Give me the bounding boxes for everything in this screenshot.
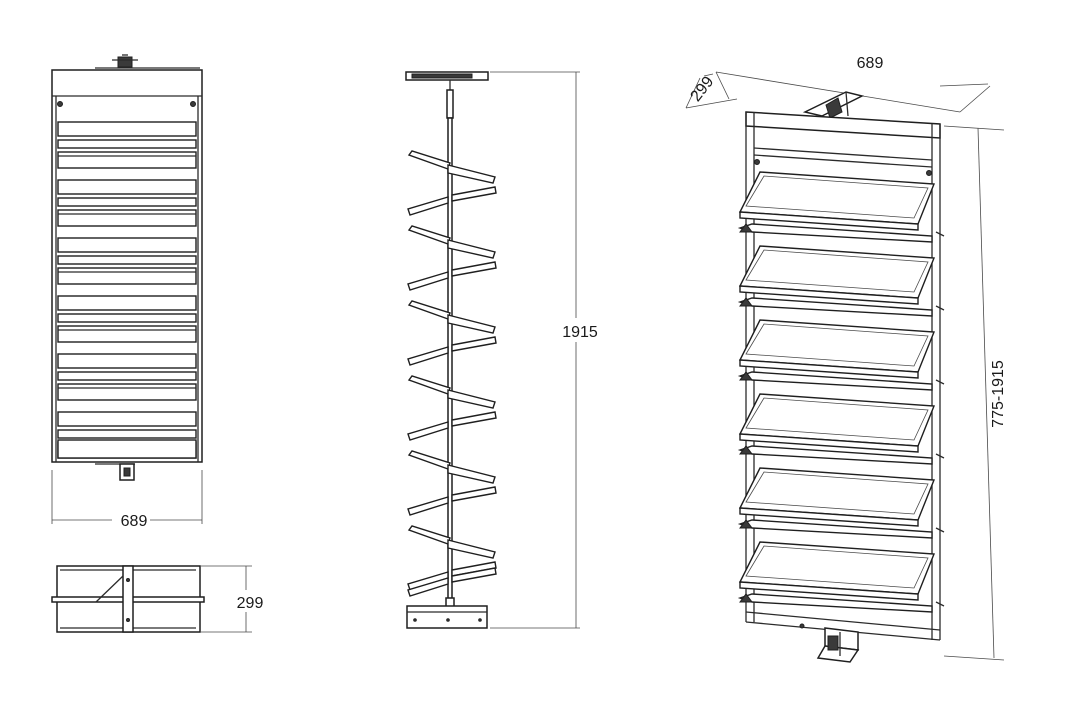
front-width-label: 689 — [121, 513, 148, 530]
iso-height-dimension: 775-1915 — [943, 125, 1007, 661]
iso-shelf-bracket — [739, 593, 753, 603]
front-shelf-stack — [57, 121, 197, 459]
iso-shelf-tray-inner — [745, 249, 929, 293]
front-bottom-shelf — [57, 439, 197, 459]
side-shelf-left-lower — [407, 421, 449, 441]
iso-shelf-tray-inner — [745, 471, 929, 515]
iso-shelf-tray-front — [739, 359, 919, 379]
side-shelf-bottom — [407, 577, 449, 597]
iso-shelf-hinge — [935, 231, 945, 237]
side-shelf-right-lower — [451, 186, 497, 202]
side-view: 1915 — [405, 71, 598, 629]
side-shelf-right-lower — [451, 486, 497, 502]
iso-shelf-bracket — [739, 371, 753, 381]
side-shelf-left-upper — [407, 150, 451, 170]
side-shelf-left-upper — [407, 525, 451, 545]
front-shelf-back — [57, 197, 197, 207]
side-shelf-left-lower — [407, 271, 449, 291]
front-shelf-back — [57, 255, 197, 265]
front-shelf-lip — [57, 325, 197, 343]
iso-top-mount — [802, 91, 865, 119]
side-shelf-right-upper — [447, 539, 496, 559]
iso-shelf-hinge — [935, 601, 945, 607]
front-shelf-lip — [57, 267, 197, 285]
iso-shelf-hinge — [935, 305, 945, 311]
top-view: 299 — [51, 565, 264, 633]
side-shelf-stack — [407, 150, 497, 597]
side-shelf-right-lower — [451, 561, 497, 577]
front-width-dimension: 689 — [51, 470, 203, 530]
front-shelf-lip — [57, 151, 197, 169]
side-shelf-right-upper — [447, 314, 496, 334]
side-height-label: 1915 — [562, 324, 598, 341]
iso-shelf-tray-inner — [745, 397, 929, 441]
iso-shelf-hinge — [935, 527, 945, 533]
iso-width-label: 689 — [857, 55, 884, 72]
side-height-dimension: 1915 — [490, 71, 598, 629]
iso-shelf-tray-inner — [745, 175, 929, 219]
front-shelf-slat — [57, 411, 197, 427]
iso-shelf-bracket — [739, 297, 753, 307]
iso-shelf-tray-inner — [745, 323, 929, 367]
side-shelf-bottom-right — [451, 567, 497, 583]
iso-view: 299 689 — [685, 55, 1007, 663]
front-shelf-slat — [57, 353, 197, 369]
front-shelf-slat — [57, 237, 197, 253]
iso-bottom-mount — [799, 623, 860, 663]
side-shelf-left-upper — [407, 375, 451, 395]
iso-shelf-bracket — [739, 445, 753, 455]
front-shelf-lip — [57, 209, 197, 227]
front-shelf-slat — [57, 179, 197, 195]
top-depth-dimension: 299 — [200, 565, 264, 633]
iso-shelf-bracket — [739, 519, 753, 529]
side-shelf-left-upper — [407, 450, 451, 470]
front-shelf-slat — [57, 295, 197, 311]
side-shelf-left-lower — [407, 346, 449, 366]
side-shelf-left-lower — [407, 496, 449, 516]
iso-shelf-tray-front — [739, 581, 919, 601]
iso-shelf-bracket — [739, 223, 753, 233]
top-depth-label: 299 — [237, 595, 264, 612]
iso-height-label: 775-1915 — [990, 360, 1007, 428]
iso-shelf-hinge — [935, 379, 945, 385]
iso-shelf-tray-front — [739, 433, 919, 453]
side-base — [406, 605, 488, 629]
iso-shelf-hinge — [935, 453, 945, 459]
side-shelf-right-upper — [447, 239, 496, 259]
front-view: 689 — [51, 54, 203, 530]
iso-shelf-stack — [737, 171, 945, 613]
side-shelf-left-lower — [407, 196, 449, 216]
iso-depth-label: 299 — [688, 73, 718, 105]
side-shelf-right-upper — [447, 164, 496, 184]
iso-shelf-tray-front — [739, 507, 919, 527]
side-shelf-right-lower — [451, 336, 497, 352]
side-shelf-left-upper — [407, 300, 451, 320]
front-shelf-back — [57, 371, 197, 381]
side-pole — [447, 117, 453, 604]
front-bottom-mount — [95, 463, 135, 481]
side-shelf-right-upper — [447, 464, 496, 484]
front-top-mount — [95, 54, 200, 69]
iso-shelf-tray-front — [739, 211, 919, 231]
side-shelf-right-lower — [451, 411, 497, 427]
front-shelf-back — [57, 429, 197, 439]
iso-shelf-tray-inner — [745, 545, 929, 589]
front-shelf-lip — [57, 383, 197, 401]
side-shelf-left-upper — [407, 225, 451, 245]
front-shelf-back — [57, 139, 197, 149]
side-shelf-right-upper — [447, 389, 496, 409]
side-shelf-right-lower — [451, 261, 497, 277]
front-shelf-slat — [57, 121, 197, 137]
front-shelf-back — [57, 313, 197, 323]
iso-shelf-tray-front — [739, 285, 919, 305]
